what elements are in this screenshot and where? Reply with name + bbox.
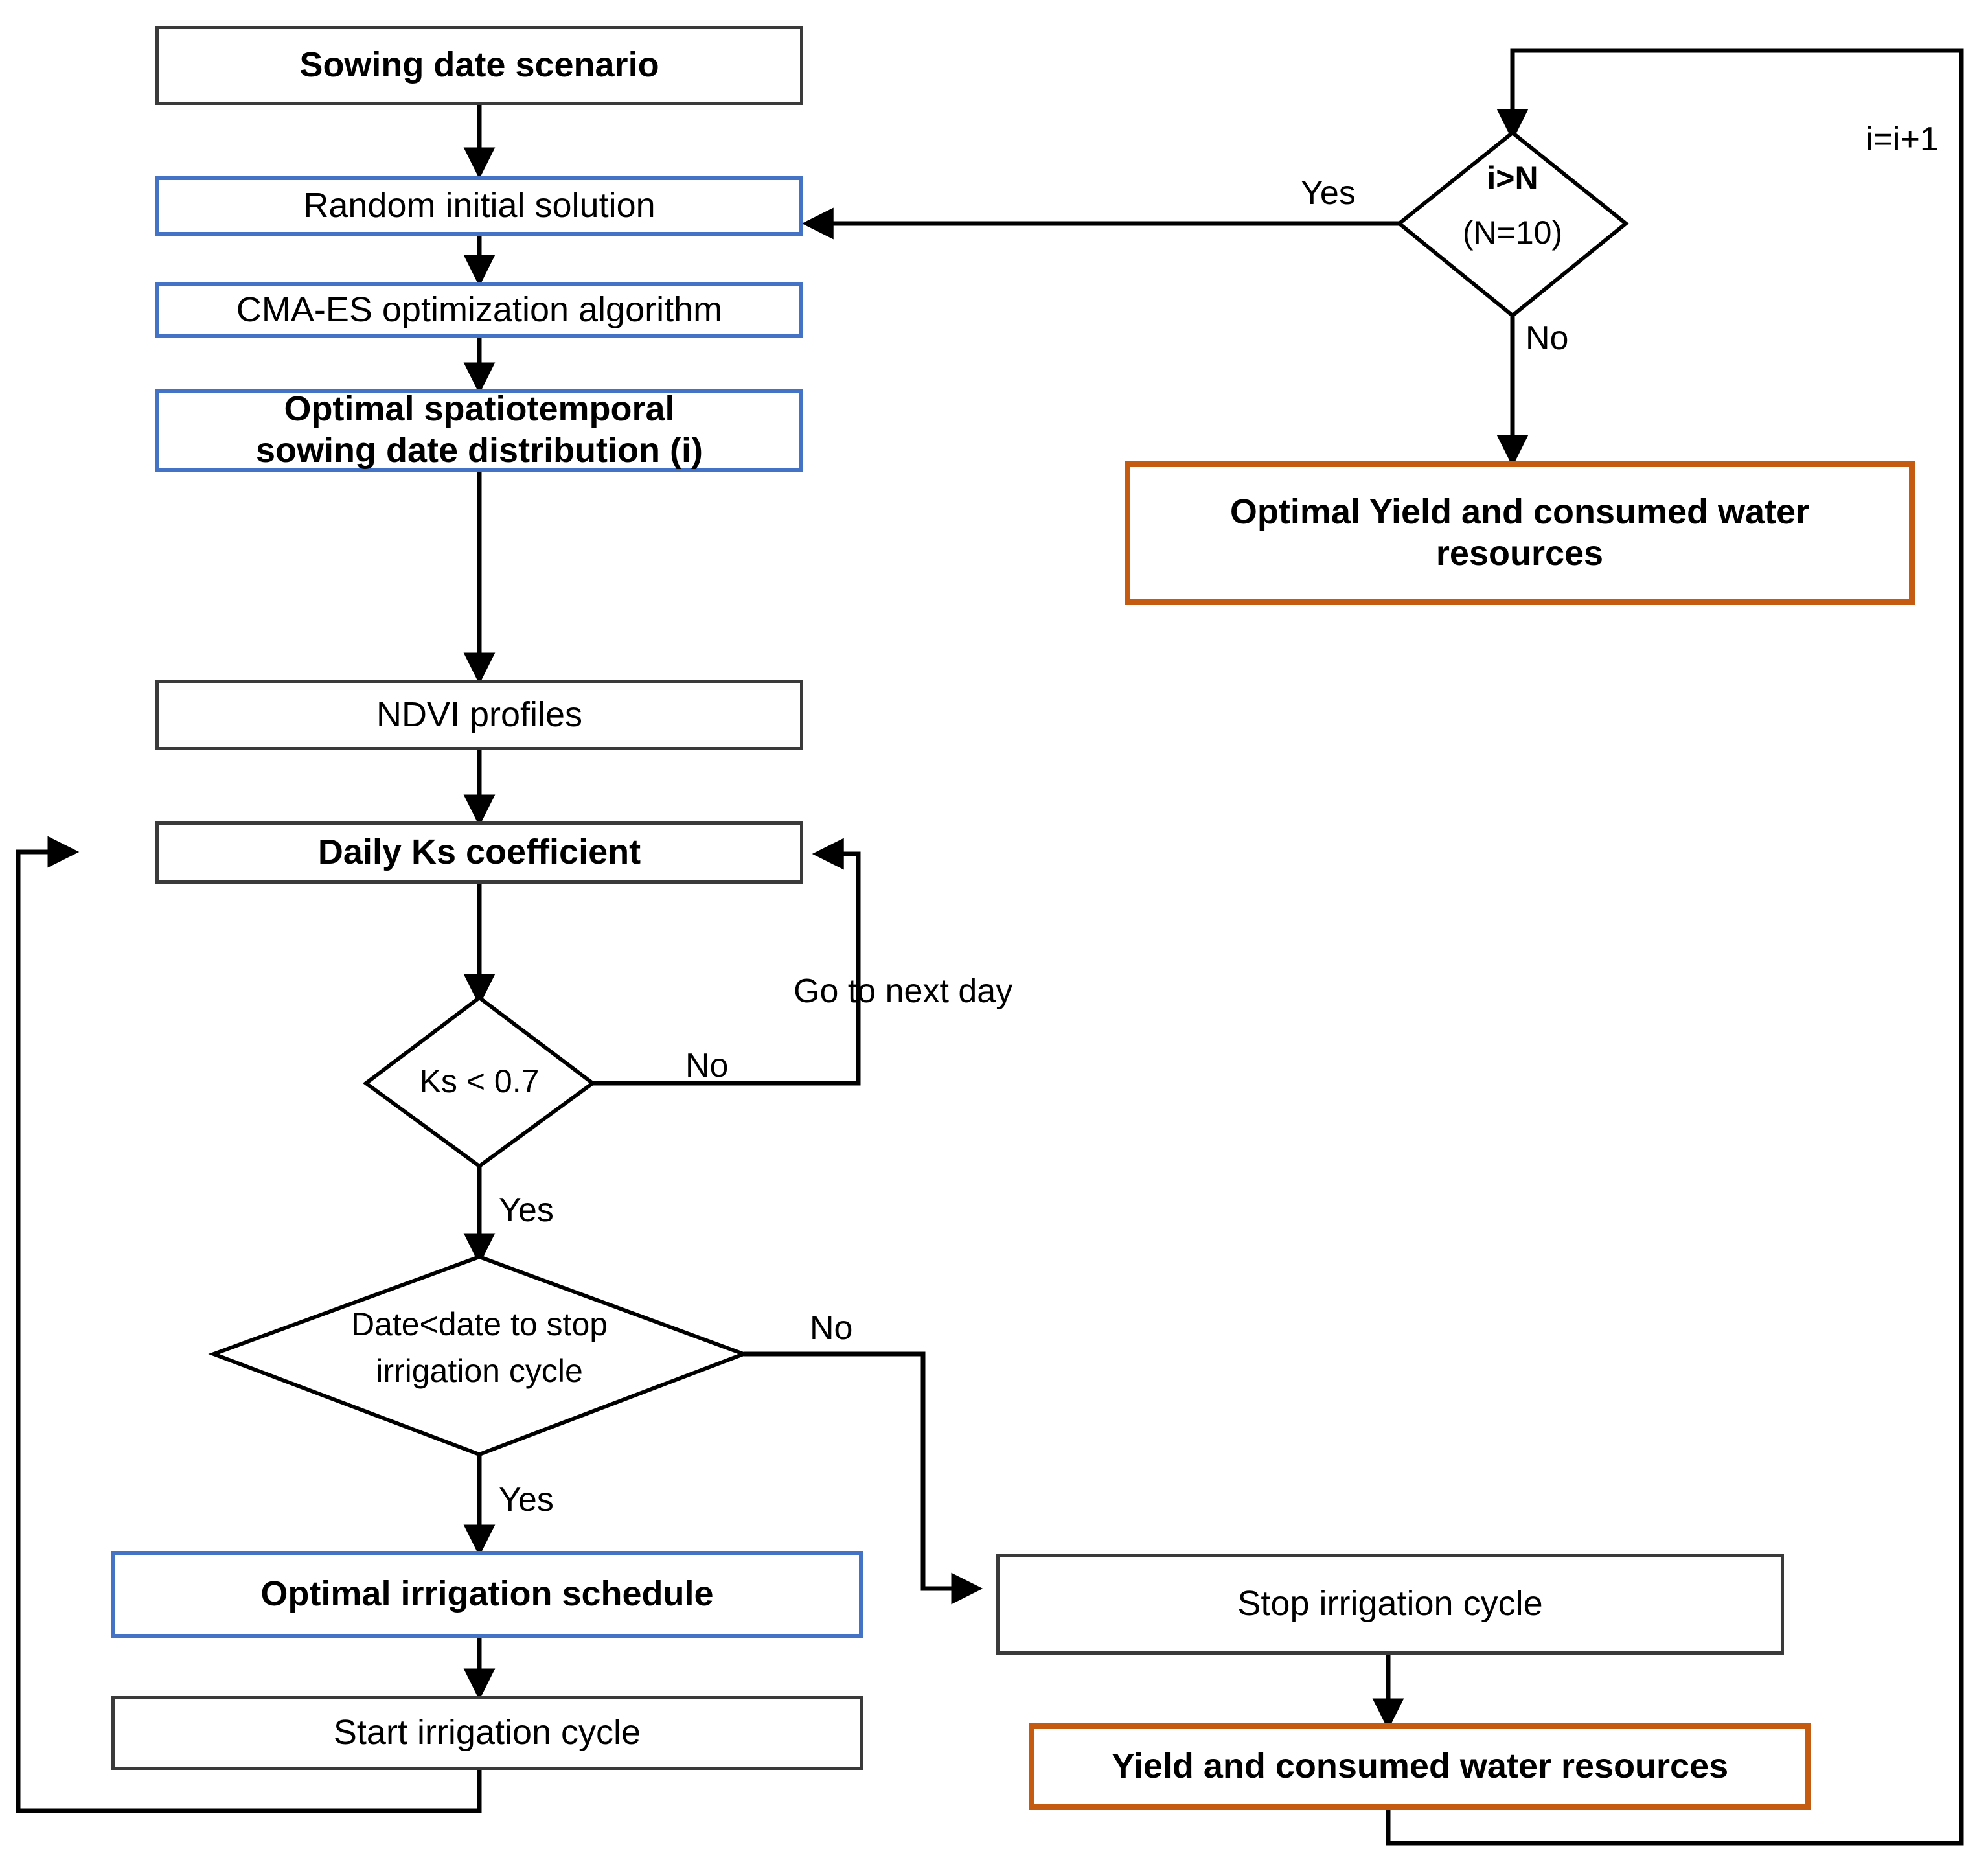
node-daily-ks-coefficient[interactable]: Daily Ks coefficient xyxy=(155,821,803,884)
decision-ks-threshold xyxy=(362,995,597,1169)
node-optimal-sowing-distribution-label-line1: Optimal spatiotemporal xyxy=(284,389,675,429)
edge-label-go-next-day: Go to next day xyxy=(794,972,1013,1010)
node-stop-irrigation-cycle[interactable]: Stop irrigation cycle xyxy=(996,1554,1784,1655)
decision-date-check xyxy=(208,1254,749,1457)
decision-iteration-check xyxy=(1396,130,1629,318)
node-optimal-sowing-distribution[interactable]: Optimal spatiotemporal sowing date distr… xyxy=(155,389,803,472)
node-random-initial-solution-label: Random initial solution xyxy=(303,186,656,225)
node-cma-es-label: CMA-ES optimization algorithm xyxy=(236,290,723,330)
edge-start-loop-to-dailyks xyxy=(16,836,482,1813)
edge-label-date-yes: Yes xyxy=(499,1481,554,1519)
edge-yield-to-iteration-check xyxy=(1386,48,1964,1846)
decision-date-check-label-line1: Date<date to stop xyxy=(350,1306,608,1342)
node-sowing-date-scenario[interactable]: Sowing date scenario xyxy=(155,26,803,105)
decision-date-check-label-line2: irrigation cycle xyxy=(376,1353,583,1389)
edge-label-increment: i=i+1 xyxy=(1866,121,1939,158)
node-optimal-sowing-distribution-label-line2: sowing date distribution (i) xyxy=(256,431,703,470)
node-start-irrigation-cycle[interactable]: Start irrigation cycle xyxy=(111,1696,863,1770)
edge-label-date-no: No xyxy=(810,1309,853,1347)
node-start-irrigation-cycle-label: Start irrigation cycle xyxy=(333,1713,641,1752)
edge-date-no-to-stop xyxy=(744,1351,983,1605)
node-daily-ks-coefficient-label: Daily Ks coefficient xyxy=(317,832,641,872)
node-yield-consumed-water-label: Yield and consumed water resources xyxy=(1111,1747,1729,1786)
node-cma-es[interactable]: CMA-ES optimization algorithm xyxy=(155,282,803,338)
edge-label-iteration-yes: Yes xyxy=(1301,174,1356,212)
decision-iteration-check-label-line1: i>N xyxy=(1487,160,1538,196)
node-optimal-yield-label-line1: Optimal Yield and consumed water xyxy=(1229,492,1810,532)
node-stop-irrigation-cycle-label: Stop irrigation cycle xyxy=(1237,1584,1543,1624)
edge-ks-no-loop xyxy=(593,838,861,1086)
node-optimal-yield-consumed-water[interactable]: Optimal Yield and consumed water resourc… xyxy=(1125,461,1915,605)
edge-label-ks-no: No xyxy=(685,1047,729,1085)
edge-label-iteration-no: No xyxy=(1525,319,1569,357)
node-random-initial-solution[interactable]: Random initial solution xyxy=(155,176,803,236)
node-yield-consumed-water[interactable]: Yield and consumed water resources xyxy=(1029,1723,1811,1810)
node-optimal-yield-label-line2: resources xyxy=(1435,534,1604,573)
decision-ks-threshold-label: Ks < 0.7 xyxy=(419,1063,540,1099)
edge-label-ks-yes: Yes xyxy=(499,1191,554,1229)
node-optimal-irrigation-schedule-label: Optimal irrigation schedule xyxy=(260,1574,714,1614)
node-ndvi-profiles[interactable]: NDVI profiles xyxy=(155,680,803,750)
node-optimal-irrigation-schedule[interactable]: Optimal irrigation schedule xyxy=(111,1551,863,1638)
decision-iteration-check-label-line2: (N=10) xyxy=(1462,214,1563,251)
node-sowing-date-scenario-label: Sowing date scenario xyxy=(299,45,659,85)
node-ndvi-profiles-label: NDVI profiles xyxy=(376,695,583,735)
